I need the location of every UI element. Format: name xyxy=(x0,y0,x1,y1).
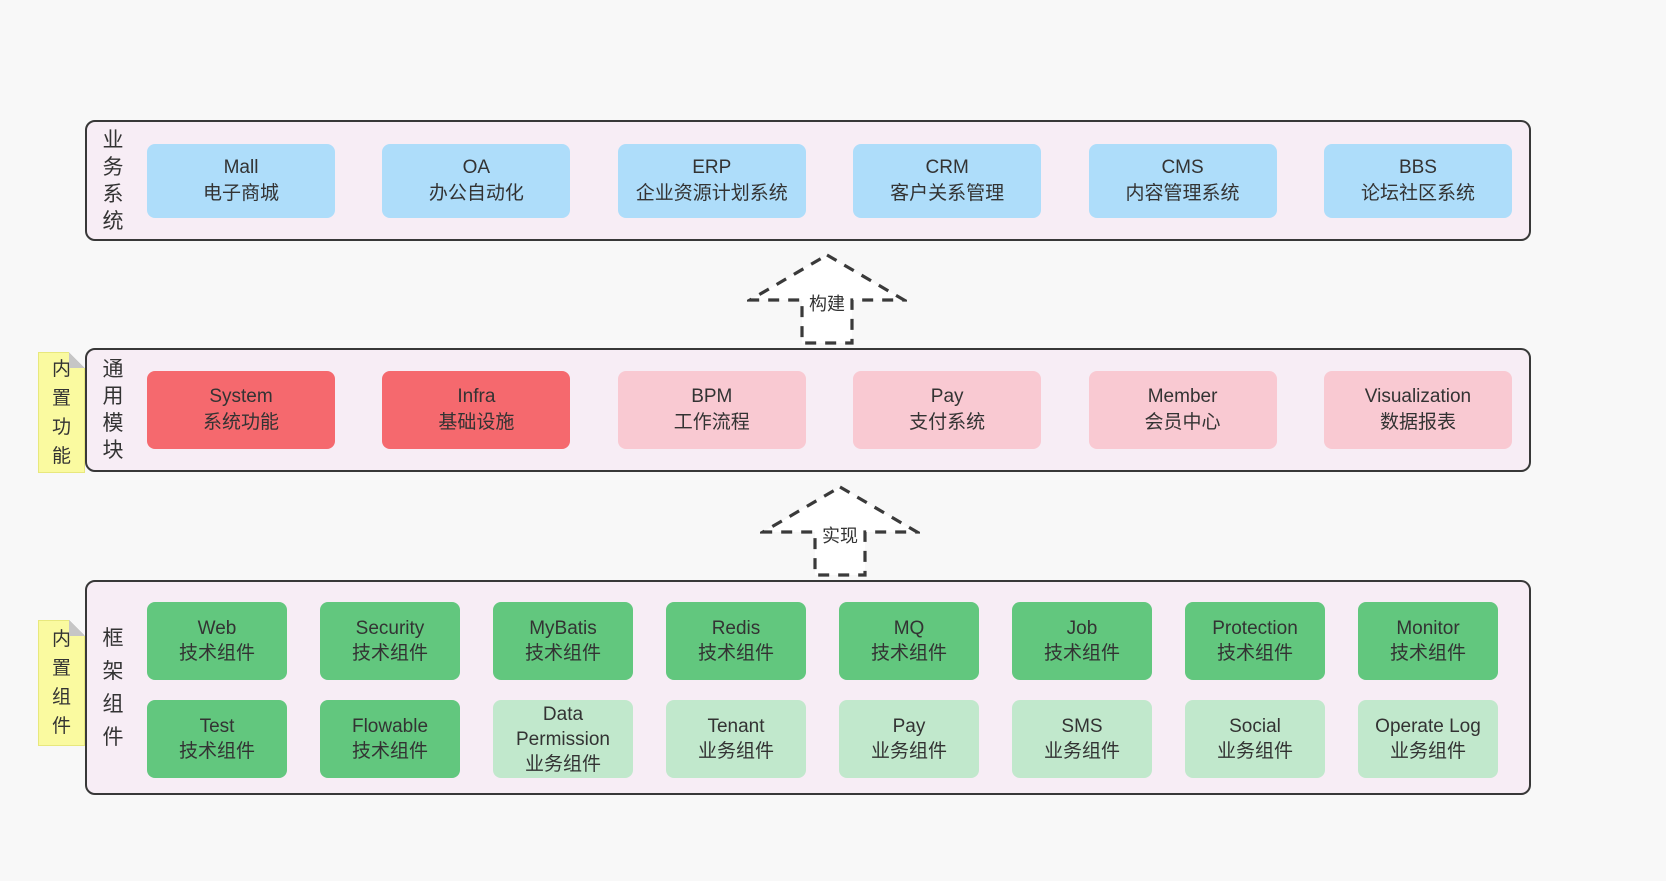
box-member: Member 会员中心 xyxy=(1088,371,1277,449)
box-infra: Infra 基础设施 xyxy=(382,371,571,449)
box-test: Test 技术组件 xyxy=(147,700,287,778)
layer-common-modules: 通用模块 System 系统功能 Infra 基础设施 BPM 工作流程 Pay… xyxy=(85,348,1531,472)
box-crm: CRM 客户关系管理 xyxy=(853,143,1042,218)
box-sms: SMS 业务组件 xyxy=(1012,700,1152,778)
arrow-implement: 实现 xyxy=(760,484,920,578)
box-tenant: Tenant 业务组件 xyxy=(666,700,806,778)
note-built-in-components: 内置组件 xyxy=(38,620,85,746)
arrow-implement-label: 实现 xyxy=(819,522,861,548)
arrow-build-label: 构建 xyxy=(806,290,848,316)
business-systems-row: Mall 电子商城 OA 办公自动化 ERP 企业资源计划系统 CRM 客户关系… xyxy=(147,122,1512,239)
box-security: Security 技术组件 xyxy=(320,602,460,680)
layer-framework-components: 框架组件 Web 技术组件 Security 技术组件 MyBatis 技术组件… xyxy=(85,580,1531,795)
box-bbs: BBS 论坛社区系统 xyxy=(1323,143,1512,218)
box-cms: CMS 内容管理系统 xyxy=(1088,143,1277,218)
box-monitor: Monitor 技术组件 xyxy=(1358,602,1498,680)
box-mybatis: MyBatis 技术组件 xyxy=(493,602,633,680)
box-web: Web 技术组件 xyxy=(147,602,287,680)
biz-components-row: Test 技术组件 Flowable 技术组件 Data Permission … xyxy=(147,700,1498,778)
common-modules-row: System 系统功能 Infra 基础设施 BPM 工作流程 Pay 支付系统… xyxy=(147,350,1512,470)
layer-business-systems: 业务系统 Mall 电子商城 OA 办公自动化 ERP 企业资源计划系统 CRM… xyxy=(85,120,1531,241)
box-data-permission: Data Permission 业务组件 xyxy=(493,700,633,778)
box-pay-system: Pay 支付系统 xyxy=(853,371,1042,449)
box-pay-component: Pay 业务组件 xyxy=(839,700,979,778)
layer-business-systems-label: 业务系统 xyxy=(102,128,124,233)
tech-components-row: Web 技术组件 Security 技术组件 MyBatis 技术组件 Redi… xyxy=(147,602,1498,680)
box-operate-log: Operate Log 业务组件 xyxy=(1358,700,1498,778)
box-job: Job 技术组件 xyxy=(1012,602,1152,680)
box-protection: Protection 技术组件 xyxy=(1185,602,1325,680)
box-mq: MQ 技术组件 xyxy=(839,602,979,680)
box-erp: ERP 企业资源计划系统 xyxy=(617,143,806,218)
note-built-in-features: 内置功能 xyxy=(38,352,85,473)
box-social: Social 业务组件 xyxy=(1185,700,1325,778)
box-oa: OA 办公自动化 xyxy=(382,143,571,218)
framework-components-grid: Web 技术组件 Security 技术组件 MyBatis 技术组件 Redi… xyxy=(147,602,1498,778)
box-flowable: Flowable 技术组件 xyxy=(320,700,460,778)
box-visualization: Visualization 数据报表 xyxy=(1323,371,1512,449)
arrow-build: 构建 xyxy=(747,252,907,346)
box-system: System 系统功能 xyxy=(147,371,335,449)
box-bpm: BPM 工作流程 xyxy=(617,371,806,449)
box-redis: Redis 技术组件 xyxy=(666,602,806,680)
layer-common-modules-label: 通用模块 xyxy=(102,358,124,462)
layer-framework-components-label: 框架组件 xyxy=(102,626,124,749)
box-mall: Mall 电子商城 xyxy=(147,143,335,218)
